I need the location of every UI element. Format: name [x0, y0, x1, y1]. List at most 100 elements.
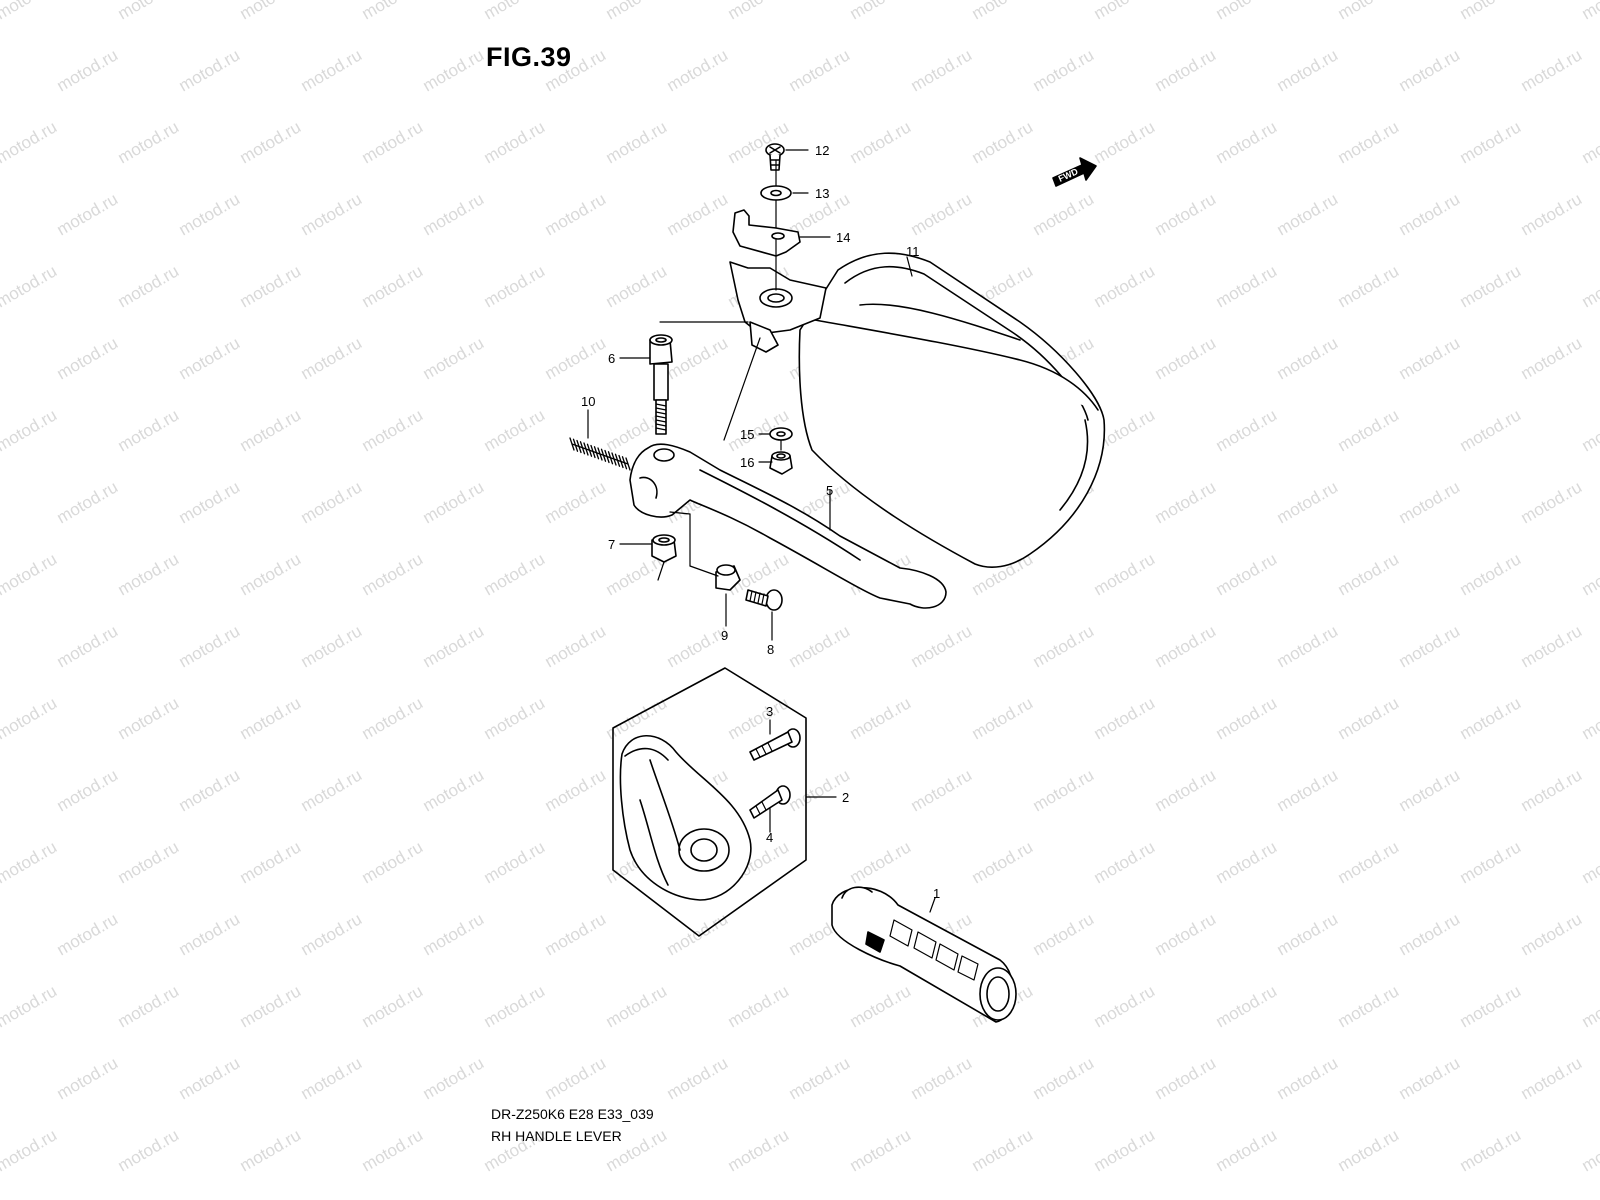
watermark-text: motod.ru: [1396, 333, 1464, 383]
watermark-text: motod.ru: [847, 981, 915, 1031]
watermark-text: motod.ru: [1274, 333, 1342, 383]
watermark-text: motod.ru: [847, 0, 915, 23]
callout-8: 8: [767, 642, 774, 657]
watermark-text: motod.ru: [1579, 693, 1600, 743]
watermark-text: motod.ru: [1457, 0, 1525, 23]
watermark-text: motod.ru: [420, 189, 488, 239]
watermark-text: motod.ru: [786, 1053, 854, 1103]
watermark-text: motod.ru: [1274, 621, 1342, 671]
watermark-text: motod.ru: [725, 117, 793, 167]
watermark-text: motod.ru: [1457, 837, 1525, 887]
watermark-text: motod.ru: [1518, 45, 1586, 95]
watermark-text: motod.ru: [1213, 981, 1281, 1031]
screw-part-3: [749, 728, 801, 761]
watermark-text: motod.ru: [542, 765, 610, 815]
watermark-text: motod.ru: [1213, 405, 1281, 455]
watermark-text: motod.ru: [1335, 0, 1403, 23]
watermark-text: motod.ru: [1152, 477, 1220, 527]
watermark-text: motod.ru: [54, 909, 122, 959]
callout-2: 2: [842, 790, 849, 805]
watermark-text: motod.ru: [1091, 261, 1159, 311]
watermark-text: motod.ru: [0, 837, 60, 887]
watermark-text: motod.ru: [1396, 189, 1464, 239]
watermark-text: motod.ru: [908, 1053, 976, 1103]
watermark-text: motod.ru: [1091, 981, 1159, 1031]
watermark-text: motod.ru: [1457, 405, 1525, 455]
watermark-text: motod.ru: [1213, 693, 1281, 743]
watermark-text: motod.ru: [359, 693, 427, 743]
watermark-text: motod.ru: [237, 261, 305, 311]
callout-11: 11: [906, 244, 920, 259]
watermark-text: motod.ru: [1335, 693, 1403, 743]
watermark-text: motod.ru: [115, 549, 183, 599]
watermark-text: motod.ru: [725, 981, 793, 1031]
watermark-text: motod.ru: [237, 1125, 305, 1175]
model-code: DR-Z250K6 E28 E33_039: [491, 1106, 654, 1122]
watermark-text: motod.ru: [481, 549, 549, 599]
watermark-text: motod.ru: [481, 405, 549, 455]
callout-5: 5: [826, 483, 833, 498]
watermark-text: motod.ru: [115, 0, 183, 23]
callout-6: 6: [608, 351, 615, 366]
watermark-text: motod.ru: [1335, 1125, 1403, 1175]
watermark-text: motod.ru: [1213, 117, 1281, 167]
watermark-text: motod.ru: [1396, 621, 1464, 671]
watermark-text: motod.ru: [969, 117, 1037, 167]
watermark-text: motod.ru: [603, 261, 671, 311]
watermark-text: motod.ru: [1335, 981, 1403, 1031]
watermark-text: motod.ru: [176, 621, 244, 671]
watermark-text: motod.ru: [542, 333, 610, 383]
watermark-text: motod.ru: [1213, 837, 1281, 887]
watermark-text: motod.ru: [664, 45, 732, 95]
watermark-text: motod.ru: [359, 0, 427, 23]
watermark-text: motod.ru: [481, 981, 549, 1031]
watermark-text: motod.ru: [847, 117, 915, 167]
spring-part-10: [569, 437, 631, 471]
watermark-text: motod.ru: [298, 621, 366, 671]
washer-part-13: [760, 185, 792, 201]
watermark-text: motod.ru: [1579, 981, 1600, 1031]
fwd-arrow-label: FWD: [1057, 166, 1080, 184]
watermark-text: motod.ru: [115, 693, 183, 743]
watermark-text: motod.ru: [1091, 1125, 1159, 1175]
callout-15: 15: [740, 427, 754, 442]
callout-13: 13: [815, 186, 829, 201]
watermark-text: motod.ru: [1030, 45, 1098, 95]
watermark-text: motod.ru: [359, 837, 427, 887]
plate-part-14: [732, 209, 801, 257]
watermark-text: motod.ru: [786, 621, 854, 671]
watermark-text: motod.ru: [1518, 1053, 1586, 1103]
watermark-text: motod.ru: [237, 549, 305, 599]
watermark-text: motod.ru: [1457, 693, 1525, 743]
watermark-text: motod.ru: [359, 261, 427, 311]
watermark-text: motod.ru: [1457, 261, 1525, 311]
watermark-text: motod.ru: [54, 333, 122, 383]
watermark-text: motod.ru: [176, 909, 244, 959]
watermark-text: motod.ru: [176, 189, 244, 239]
watermark-text: motod.ru: [298, 1053, 366, 1103]
watermark-text: motod.ru: [1579, 261, 1600, 311]
watermark-text: motod.ru: [1152, 333, 1220, 383]
watermark-text: motod.ru: [176, 1053, 244, 1103]
watermark-text: motod.ru: [176, 765, 244, 815]
watermark-text: motod.ru: [54, 621, 122, 671]
watermark-text: motod.ru: [237, 117, 305, 167]
watermark-text: motod.ru: [1030, 909, 1098, 959]
watermark-text: motod.ru: [420, 477, 488, 527]
watermark-text: motod.ru: [359, 981, 427, 1031]
watermark-text: motod.ru: [1457, 1125, 1525, 1175]
watermark-text: motod.ru: [1396, 909, 1464, 959]
watermark-text: motod.ru: [115, 405, 183, 455]
watermark-text: motod.ru: [420, 1053, 488, 1103]
pivot-bolt-part-6: [649, 334, 673, 435]
watermark-text: motod.ru: [1579, 405, 1600, 455]
watermark-text: motod.ru: [1518, 765, 1586, 815]
bolt-part-8: [745, 589, 783, 611]
watermark-text: motod.ru: [1579, 0, 1600, 23]
watermark-text: motod.ru: [908, 45, 976, 95]
watermark-text: motod.ru: [176, 477, 244, 527]
callout-16: 16: [740, 455, 754, 470]
watermark-text: motod.ru: [237, 405, 305, 455]
watermark-text: motod.ru: [420, 45, 488, 95]
